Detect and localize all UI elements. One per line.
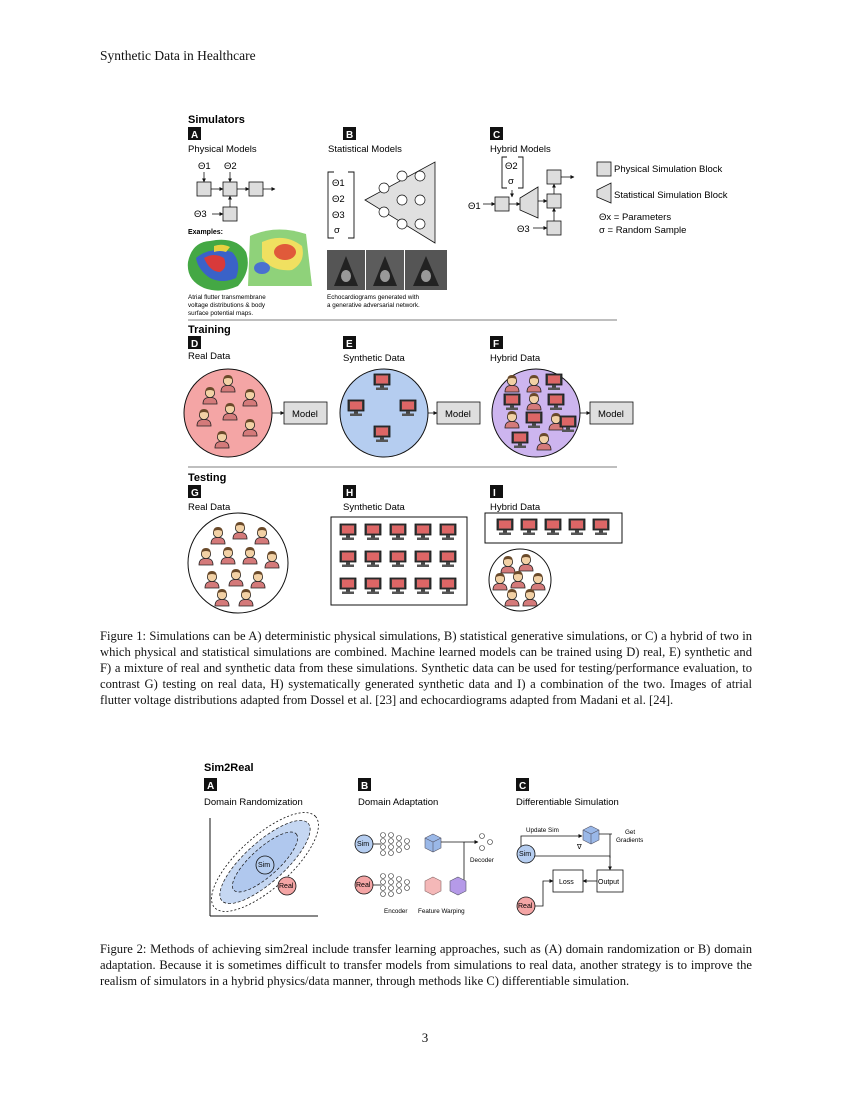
panel-g-letter: G (191, 488, 199, 499)
hybrid-physical-block-2 (546, 193, 562, 209)
simulators-heading: Simulators (188, 114, 245, 126)
fig2-b-sim: Sim (357, 841, 369, 848)
model-box-f (589, 401, 634, 425)
fig2-c-sim: Sim (519, 851, 531, 858)
fig2-panel-b-letter: B (361, 781, 368, 792)
fig2-panel-c-title: Differentiable Simulation (516, 797, 619, 808)
echocardiogram-images (327, 250, 447, 290)
hybrid-physical-block-3 (546, 169, 562, 185)
panel-f-letter: F (493, 339, 499, 350)
fig2-c-nabla: ∇ (576, 843, 582, 851)
running-header: Synthetic Data in Healthcare (100, 48, 256, 63)
panel-d-title: Real Data (188, 351, 231, 362)
panel-b-theta-3: Θ3 (332, 210, 345, 221)
fig2-panel-a-title: Domain Randomization (204, 797, 303, 808)
panel-i-letter: I (493, 488, 496, 499)
model-label-f: Model (598, 409, 624, 420)
fig2-b-warping: Feature Warping (418, 908, 465, 915)
panel-a-title: Physical Models (188, 144, 257, 155)
figure-1-caption: Figure 1: Simulations can be A) determin… (100, 629, 752, 707)
panel-c-theta-2: Θ2 (505, 161, 518, 172)
theta-1: Θ1 (198, 161, 211, 172)
fig2-a-sim: Sim (258, 862, 270, 869)
panel-a-note-3: surface potential maps. (188, 310, 253, 317)
figure-2: Sim2Real A Domain Randomization Sim Real… (204, 762, 643, 917)
examples-label: Examples: (188, 229, 223, 236)
fig2-a-real: Real (279, 883, 294, 890)
fig2-c-output: Output (598, 879, 619, 886)
theta-3: Θ3 (194, 209, 207, 220)
sim2real-heading: Sim2Real (204, 762, 254, 774)
panel-b-sigma: σ (334, 225, 340, 236)
legend-statistical-block-icon (596, 182, 612, 204)
fig2-panel-b-title: Domain Adaptation (358, 797, 438, 808)
panel-c-sigma: σ (508, 176, 514, 187)
fig2-c-gradients: Gradients (616, 837, 643, 844)
panel-a-note-2: voltage distributions & body (188, 302, 266, 309)
fig2-panel-a-letter: A (207, 781, 214, 792)
testing-heading: Testing (188, 472, 226, 484)
model-label-e: Model (445, 409, 471, 420)
fig2-c-get: Get (625, 829, 635, 836)
physical-block-1 (196, 181, 212, 197)
figure-1: Simulators A Physical Models Θ1 Θ2 Θ3 Ex… (183, 114, 728, 614)
fig2-b-real: Real (356, 882, 371, 889)
page-number: 3 (421, 1030, 429, 1045)
figure-2-caption: Figure 2: Methods of achieving sim2real … (100, 942, 752, 988)
panel-g-title: Real Data (188, 502, 231, 513)
legend-statistical-block: Statistical Simulation Block (614, 190, 728, 201)
training-heading: Training (188, 324, 231, 336)
fig2-c-update-sim: Update Sim (526, 827, 559, 834)
panel-b-theta-1: Θ1 (332, 178, 345, 189)
model-box-d (283, 401, 328, 425)
panel-b-title: Statistical Models (328, 144, 402, 155)
fig2-c-real: Real (518, 903, 533, 910)
panel-b-theta-2: Θ2 (332, 194, 345, 205)
hybrid-physical-block-1 (494, 196, 510, 212)
sim-node-a (255, 855, 275, 875)
panel-c-theta-1: Θ1 (468, 201, 481, 212)
panel-b-note-1: Echocardiograms generated with (327, 294, 420, 301)
atrial-flutter-map-image (187, 239, 248, 291)
panel-h-letter: H (346, 488, 353, 499)
sim-node-c (516, 844, 536, 864)
hybrid-physical-block-4 (546, 220, 562, 236)
legend-random-sample: σ = Random Sample (599, 225, 686, 236)
panel-e-title: Synthetic Data (343, 353, 405, 364)
fig2-panel-c-letter: C (519, 781, 526, 792)
panel-c-letter: C (493, 130, 500, 141)
panel-e-letter: E (346, 339, 353, 350)
legend-parameters: Θx = Parameters (599, 212, 671, 223)
legend-physical-block: Physical Simulation Block (614, 164, 722, 175)
real-node-a (277, 876, 297, 896)
panel-a-note-1: Atrial flutter transmembrane (188, 294, 266, 301)
panel-b-letter: B (346, 130, 353, 141)
physical-block-3 (248, 181, 264, 197)
panel-c-theta-3: Θ3 (517, 224, 530, 235)
panel-h-title: Synthetic Data (343, 502, 405, 513)
panel-b-note-2: a generative adversarial network. (327, 302, 420, 309)
panel-a-letter: A (191, 130, 198, 141)
fig2-b-encoder: Encoder (384, 908, 407, 915)
body-surface-map-image (248, 229, 312, 286)
panel-f-title: Hybrid Data (490, 353, 541, 364)
panel-c-title: Hybrid Models (490, 144, 551, 155)
model-label-d: Model (292, 409, 318, 420)
model-box-e (436, 401, 481, 425)
legend-physical-block-icon (596, 161, 612, 177)
fig2-c-loss: Loss (559, 879, 574, 886)
theta-2: Θ2 (224, 161, 237, 172)
panel-d-letter: D (191, 339, 198, 350)
physical-block-4 (222, 206, 238, 222)
physical-block-2 (222, 181, 238, 197)
fig2-b-decoder: Decoder (470, 857, 494, 864)
hybrid-statistical-block (519, 186, 539, 219)
panel-i-title: Hybrid Data (490, 502, 541, 513)
